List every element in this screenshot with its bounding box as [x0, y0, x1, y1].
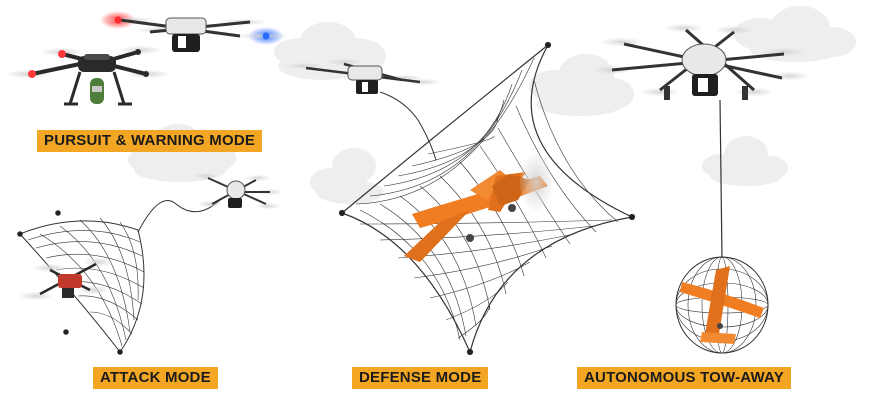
- tow-octocopter: [594, 24, 808, 100]
- cloud-defense-left: [310, 148, 384, 204]
- defense-target-uav: [404, 154, 552, 262]
- pursuit-quad-drone: [8, 46, 168, 106]
- tow-captured-uav: [680, 266, 764, 344]
- defense-drone: [286, 59, 440, 94]
- pursuit-warning-drone: [100, 11, 286, 52]
- defense-tether: [379, 91, 437, 161]
- attack-hexacopter: [194, 173, 282, 209]
- defense-mode-label: DEFENSE MODE: [352, 367, 489, 389]
- attack-tether: [137, 197, 223, 233]
- cloud-defense-right: [529, 54, 634, 116]
- cloud-tow-mid: [702, 136, 788, 186]
- tow-tether: [719, 99, 723, 259]
- autonomous-tow-away-label: AUTONOMOUS TOW-AWAY: [577, 367, 791, 389]
- attack-captured-drone: [20, 258, 112, 300]
- attack-net: [17, 210, 145, 355]
- attack-mode-label: ATTACK MODE: [93, 367, 218, 389]
- defense-net: [338, 41, 636, 356]
- pursuit-warning-mode-label: PURSUIT & WARNING MODE: [37, 130, 263, 152]
